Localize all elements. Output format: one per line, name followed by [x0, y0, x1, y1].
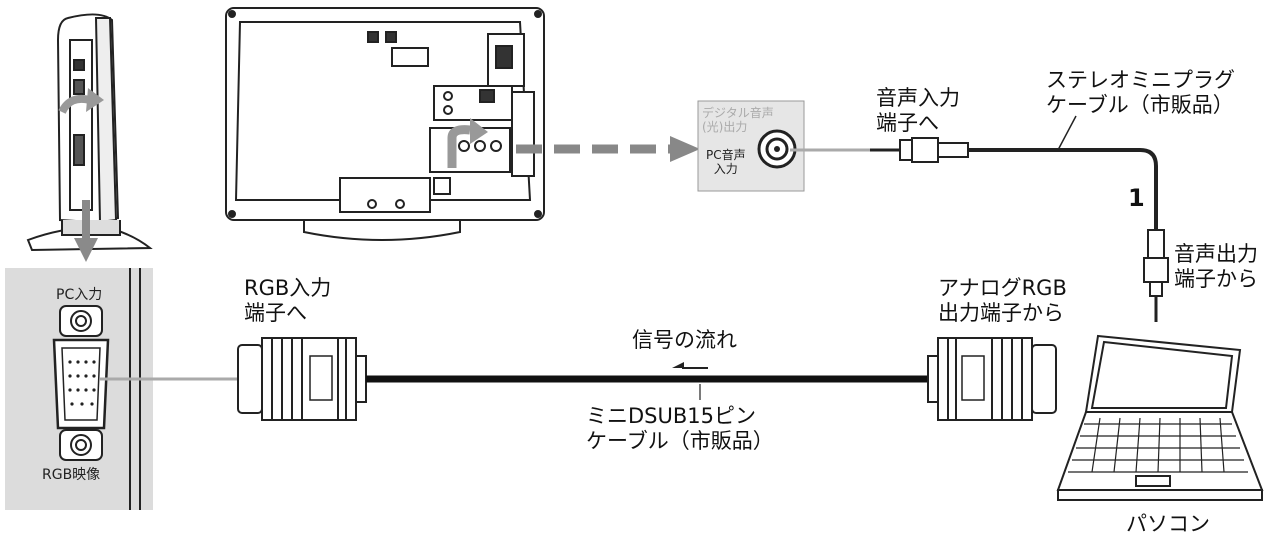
pc-input-text: PC入力: [56, 287, 103, 303]
laptop-icon: [1056, 334, 1264, 501]
digital-audio-text: デジタル音声(光)出力: [702, 106, 774, 134]
dashed-arrow-icon: [516, 136, 700, 162]
pc-input-panel: [5, 268, 153, 510]
stereo-mini-cable: [790, 137, 1169, 322]
signal-flow-arrow-icon: [672, 362, 708, 369]
side-arrow-icon: [58, 88, 104, 262]
tv-rear-view: [225, 7, 545, 241]
pc-audio-text: PC音声入力: [706, 148, 746, 176]
dsub-cable: [100, 337, 1057, 421]
step-number: 1: [1128, 184, 1145, 212]
audio-output-label: 音声出力端子から: [1174, 242, 1258, 291]
stereo-cable-label: ステレオミニプラグケーブル（市販品）: [1046, 68, 1235, 117]
audio-jack-panel: [697, 100, 805, 192]
signal-flow-label: 信号の流れ: [632, 328, 737, 352]
pc-label: パソコン: [1126, 512, 1210, 536]
rgb-input-label: RGB入力端子へ: [244, 276, 332, 325]
rear-arrow-icon: [447, 118, 488, 168]
audio-input-label: 音声入力端子へ: [876, 86, 960, 135]
dsub-cable-label: ミニDSUB15ピンケーブル（市販品）: [586, 404, 774, 453]
rgb-video-text: RGB映像: [42, 467, 101, 483]
